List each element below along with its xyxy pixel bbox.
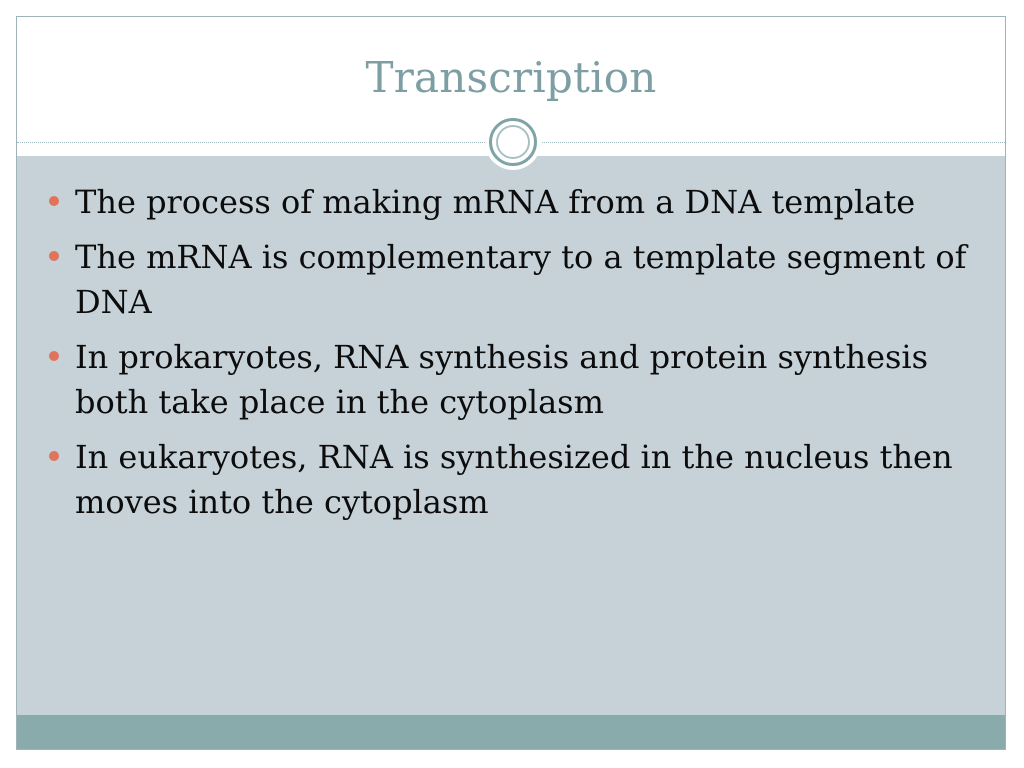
bullet-list: The process of making mRNA from a DNA te… — [47, 180, 977, 535]
slide-title: Transcription — [365, 53, 657, 102]
bullet-text: In prokaryotes, RNA synthesis and protei… — [75, 338, 929, 421]
circle-ornament-icon — [485, 114, 541, 170]
content-area: The process of making mRNA from a DNA te… — [17, 156, 1005, 716]
bullet-text: The mRNA is complementary to a template … — [75, 238, 967, 321]
ornament-inner-ring — [496, 125, 530, 159]
bullet-item: In eukaryotes, RNA is synthesized in the… — [47, 435, 977, 525]
bullet-dot-icon — [49, 351, 59, 361]
bullet-dot-icon — [49, 251, 59, 261]
bullet-text: The process of making mRNA from a DNA te… — [75, 183, 916, 221]
footer-band — [17, 715, 1005, 749]
bullet-item: In prokaryotes, RNA synthesis and protei… — [47, 335, 977, 425]
bullet-text: In eukaryotes, RNA is synthesized in the… — [75, 438, 953, 521]
bullet-item: The process of making mRNA from a DNA te… — [47, 180, 977, 225]
slide-frame: Transcription The process of making mRNA… — [16, 16, 1006, 750]
bullet-item: The mRNA is complementary to a template … — [47, 235, 977, 325]
bullet-dot-icon — [49, 451, 59, 461]
bullet-dot-icon — [49, 196, 59, 206]
